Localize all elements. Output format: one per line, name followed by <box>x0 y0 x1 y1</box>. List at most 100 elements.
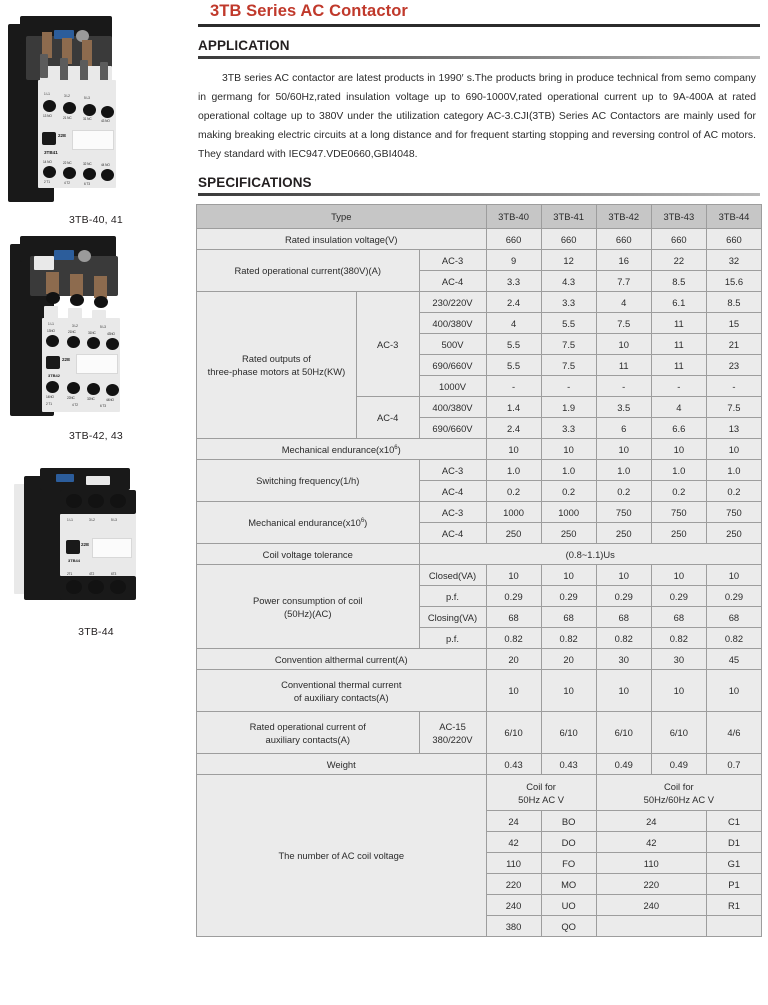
aux-label: 32NC <box>87 397 95 401</box>
cell-value: 0.82 <box>705 627 763 649</box>
row-label-line2: (50Hz)(AC) <box>284 607 332 619</box>
cell-value: 250 <box>650 522 707 544</box>
cell-value: 15.6 <box>705 270 763 292</box>
coil-voltage-value: 24 <box>595 810 707 832</box>
contactor-image-3tb-44: 1 L1 3 L2 5 L3 22E 3TB44 2T1 4T2 6T3 <box>12 452 152 622</box>
row-label: Mechanical endurance(x106) <box>196 438 487 460</box>
terminal-label: 5 L3 <box>111 518 117 522</box>
row-sublabel-line1: AC-15 <box>439 720 466 732</box>
table-row: Rated outputs of three-phase motors at 5… <box>196 291 763 439</box>
table-row: 690/660V 2.4 3.3 6 6.6 13 <box>197 417 763 439</box>
application-rule <box>198 56 760 59</box>
cell-value: 4.3 <box>540 270 597 292</box>
cell-value: 5.5 <box>485 333 542 355</box>
row-label: Coil voltage tolerance <box>196 543 420 565</box>
coil-voltage-value: 240 <box>485 894 542 916</box>
cell-value: 0.2 <box>705 480 763 502</box>
product-photo-block-0: 1 L1 3 L2 5 L3 13 NO 21 NC 31 NC 43 NO 2… <box>0 14 192 226</box>
table-row: Closing(VA) 68 68 68 68 68 <box>197 606 763 628</box>
aux-label: 22NC <box>67 396 75 400</box>
cell-value: 11 <box>650 354 707 376</box>
aux-label: 32 NC <box>83 162 92 166</box>
content-column: 3TB Series AC Contactor APPLICATION 3TB … <box>192 0 768 1005</box>
terminal-label: 5 L3 <box>84 96 90 100</box>
row-label: Rated insulation voltage(V) <box>196 228 487 250</box>
cell-value: 0.2 <box>595 480 652 502</box>
cell-value: 23 <box>705 354 763 376</box>
cell-value: 6/10 <box>595 711 652 754</box>
coil-voltage-value: 240 <box>595 894 707 916</box>
cell-value: 10 <box>540 438 597 460</box>
cell-value: 6 <box>595 417 652 439</box>
cell-value: 10 <box>595 669 652 712</box>
product-caption-1: 3TB-42, 43 <box>69 430 123 442</box>
terminal-label: 6 T3 <box>84 182 90 186</box>
cell-value: 68 <box>485 606 542 628</box>
terminal-label: 4 T2 <box>64 181 70 185</box>
cell-value: 8.5 <box>650 270 707 292</box>
cell-value: 1000 <box>485 501 542 523</box>
contactor-image-3tb-42-43: 1 L1 3 L2 5 L3 13NO 21NC 31NC 43NO 22E 3… <box>8 236 128 426</box>
terminal-label: 3 L2 <box>72 324 78 328</box>
coil-group-line2: 50Hz AC V <box>518 793 565 805</box>
table-row: AC-4 3.3 4.3 7.7 8.5 15.6 <box>197 270 763 292</box>
cell-value: - <box>705 375 763 397</box>
row-label: Rated operational current(380V)(A) <box>196 249 420 292</box>
coil-code-value <box>705 915 763 937</box>
cell-value: 250 <box>705 522 763 544</box>
cell-value: 660 <box>650 228 707 250</box>
cell-value: 10 <box>595 438 652 460</box>
terminal-label: 2 T1 <box>46 402 52 406</box>
row-sublabel: 400/380V <box>418 312 487 334</box>
row-sublabel: AC-4 <box>418 270 487 292</box>
specifications-table: Type 3TB-40 3TB-41 3TB-42 3TB-43 3TB-44 … <box>196 204 763 937</box>
application-body-text: 3TB series AC contactor are latest produ… <box>198 73 756 160</box>
row-label-sup: 6 <box>360 517 365 524</box>
cell-value: 11 <box>595 354 652 376</box>
row-label-line1: Rated outputs of <box>242 353 311 364</box>
coil-code-value: FO <box>540 852 597 874</box>
cell-value: 0.29 <box>485 585 542 607</box>
aux-label: 31 NC <box>83 117 92 121</box>
table-row: AC-4 0.2 0.2 0.2 0.2 0.2 <box>197 480 763 502</box>
table-row: Convention althermal current(A) 20 20 30… <box>196 648 763 670</box>
cell-value: 10 <box>595 333 652 355</box>
cell-value: 7.5 <box>595 312 652 334</box>
cell-value: 13 <box>705 417 763 439</box>
aux-label: 22 NC <box>63 161 72 165</box>
row-label: Switching frequency(1/h) <box>196 459 420 502</box>
cell-value: 1.4 <box>485 396 542 418</box>
coil-voltage-value: 24 <box>485 810 542 832</box>
coil-group-line2: 50Hz/60Hz AC V <box>643 793 715 805</box>
cell-value: 10 <box>705 438 763 460</box>
product-image-column: 1 L1 3 L2 5 L3 13 NO 21 NC 31 NC 43 NO 2… <box>0 0 192 1005</box>
cell-value: 0.82 <box>485 627 542 649</box>
coil-voltage-value: 110 <box>485 852 542 874</box>
table-row: Conventional thermal current of auxiliar… <box>196 669 763 712</box>
cell-value: 6/10 <box>650 711 707 754</box>
cell-value: 6/10 <box>485 711 542 754</box>
cell-value: 45 <box>705 648 763 670</box>
model-label: 3TB44 <box>68 558 81 563</box>
coil-voltage-value: 380 <box>485 915 542 937</box>
cell-value: 2.4 <box>485 417 542 439</box>
model-label: 3TB41 <box>44 150 58 155</box>
cell-value: 9 <box>485 249 542 271</box>
table-row: AC-4 400/380V 1.4 1.9 3.5 4 7.5 <box>197 396 763 439</box>
cell-value: 0.2 <box>650 480 707 502</box>
cell-value: 10 <box>650 438 707 460</box>
cell-value: 1.0 <box>540 459 597 481</box>
cell-value: 10 <box>485 564 542 586</box>
cell-value: 1.0 <box>705 459 763 481</box>
cell-value: 3.3 <box>485 270 542 292</box>
cell-value: 7.5 <box>705 396 763 418</box>
row-sublabel: AC-4 <box>418 480 487 502</box>
product-photo-block-2: 1 L1 3 L2 5 L3 22E 3TB44 2T1 4T2 6T3 3TB… <box>0 452 192 638</box>
table-header-row: Type 3TB-40 3TB-41 3TB-42 3TB-43 3TB-44 <box>196 204 763 229</box>
cell-value: 22 <box>650 249 707 271</box>
coil-voltage-value: 220 <box>485 873 542 895</box>
cell-value: 16 <box>595 249 652 271</box>
cell-value: 0.29 <box>650 585 707 607</box>
row-sublabel: 690/660V <box>418 417 487 439</box>
cell-value: 4 <box>650 396 707 418</box>
